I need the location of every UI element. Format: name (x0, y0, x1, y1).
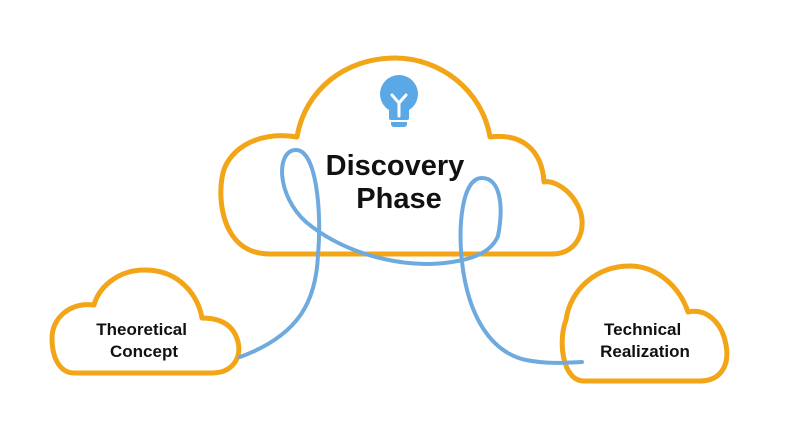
main-cloud (218, 55, 585, 257)
lightbulb-icon (380, 75, 418, 127)
left-label-line1: Theoretical (96, 320, 187, 339)
right-cloud (559, 263, 730, 384)
left-label-line2: Concept (110, 342, 178, 361)
right-label-line1: Technical (604, 320, 681, 339)
main-label-line2: Phase (356, 183, 441, 215)
right-label-line2: Realization (600, 342, 690, 361)
main-label-line1: Discovery (326, 150, 465, 182)
left-cloud (49, 267, 242, 376)
left-label: Theoretical Concept (96, 320, 191, 361)
connector-right-loop (458, 175, 584, 365)
connector-left-loop (238, 147, 500, 359)
main-label: Discovery Phase (326, 150, 473, 215)
right-label: Technical Realization (600, 320, 690, 361)
